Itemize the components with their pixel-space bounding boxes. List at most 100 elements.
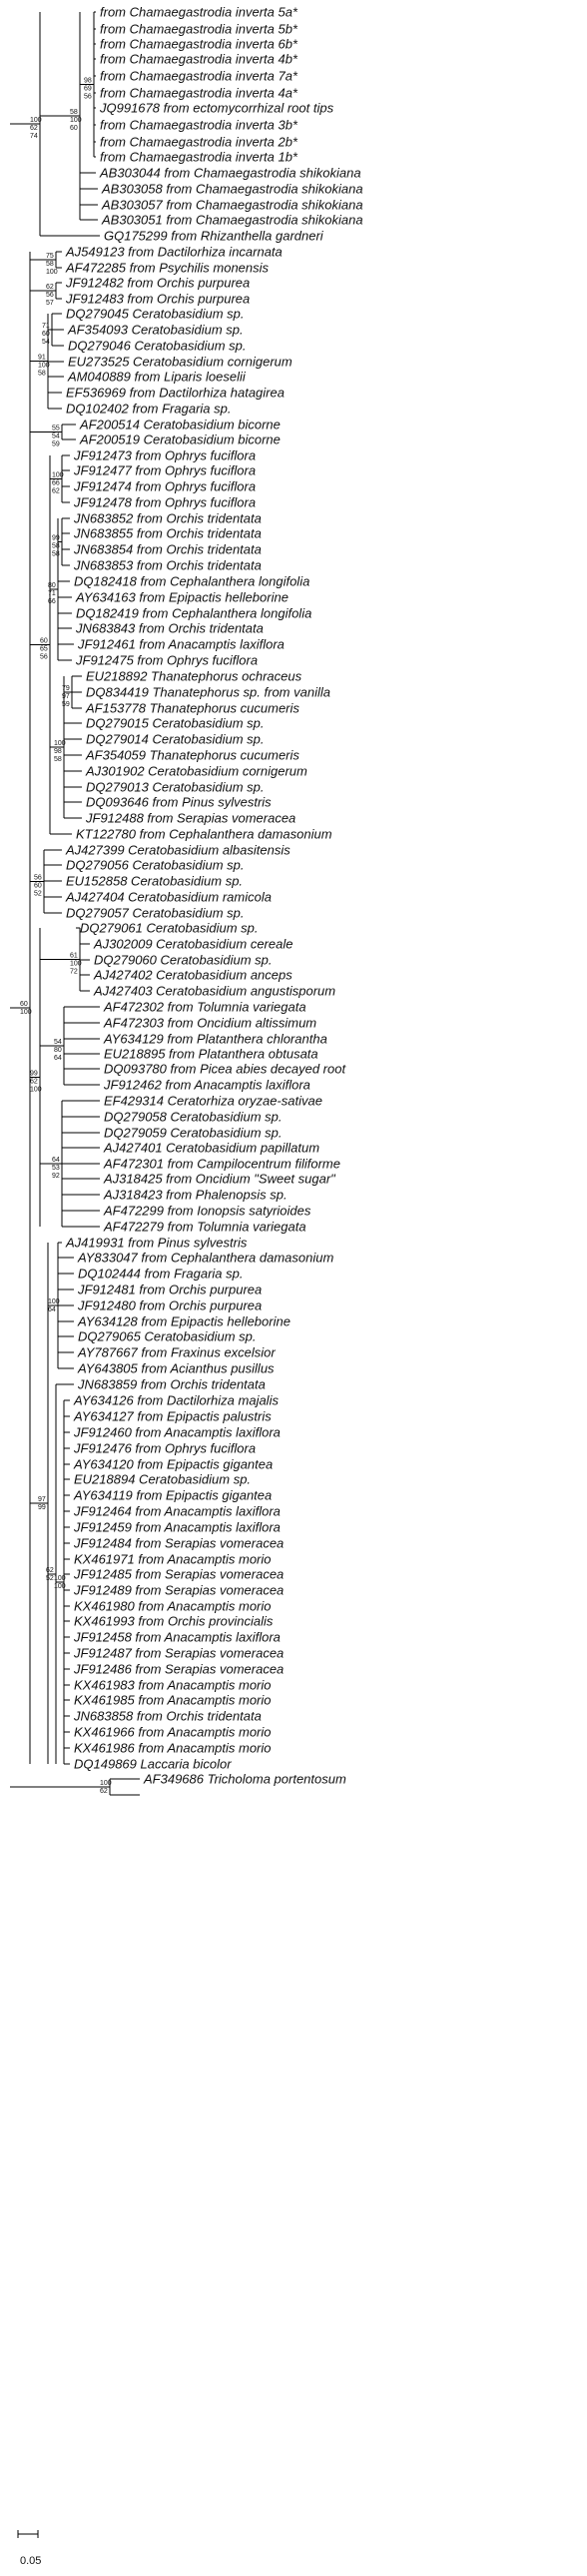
bootstrap-value: 80 [48, 582, 56, 589]
tip-label: AM040889 from Liparis loeselii [67, 370, 247, 385]
tip-label: JF912483 from Orchis purpurea [65, 292, 250, 307]
tip-label: from Chamaegastrodia inverta 2b* [100, 135, 298, 150]
bootstrap-value: 100 [30, 1087, 42, 1094]
tip-label: KX461985 from Anacamptis morio [74, 1693, 272, 1708]
tip-labels: from Chamaegastrodia inverta 5a*from Cha… [65, 5, 363, 1787]
tip-label: AF349686 Tricholoma portentosum [143, 1772, 346, 1787]
tip-label: JF912476 from Ophrys fuciflora [73, 1441, 256, 1456]
tip-label: EF536969 from Dactilorhiza hatagirea [66, 386, 285, 401]
bootstrap-value: 80 [54, 1047, 62, 1054]
bootstrap-value: 59 [62, 701, 70, 708]
bootstrap-value: 52 [46, 1575, 54, 1582]
tip-label: EF429314 Ceratorhiza oryzae-sativae [104, 1094, 322, 1109]
bootstrap-value: 62 [46, 1567, 54, 1574]
bootstrap-value: 58 [70, 109, 78, 116]
bootstrap-value: 58 [52, 551, 60, 558]
tip-label: GQ175299 from Rhizanthella gardneri [104, 229, 324, 244]
bootstrap-value: 58 [46, 261, 54, 268]
tree-branches [10, 11, 140, 1796]
bootstrap-value: 59 [52, 441, 60, 448]
tip-label: AF153778 Thanatephorus cucumeris [85, 701, 299, 716]
tip-label: from Chamaegastrodia inverta 7a* [100, 69, 298, 84]
bootstrap-value: 62 [30, 125, 38, 132]
bootstrap-value: 100 [30, 117, 42, 124]
bootstrap-value: 54 [42, 339, 50, 346]
tip-label: JF912480 from Orchis purpurea [77, 1298, 262, 1313]
bootstrap-value: 100 [100, 1780, 112, 1787]
tip-label: AB303057 from Chamaegastrodia shikokiana [101, 198, 363, 213]
tip-label: AF354093 Ceratobasidium sp. [67, 323, 244, 338]
tip-label: AY634126 from Dactilorhiza majalis [73, 1393, 279, 1408]
bootstrap-value: 65 [40, 646, 48, 653]
bootstrap-value: 74 [30, 133, 38, 140]
tip-label: AF472285 from Psychilis monensis [65, 261, 270, 276]
bootstrap-value: 58 [54, 756, 62, 763]
tip-label: JF912478 from Ophrys fuciflora [73, 495, 256, 510]
bootstrap-value: 99 [30, 1071, 38, 1078]
tip-label: AY643805 from Acianthus pusillus [77, 1361, 275, 1376]
tip-label: KT122780 from Cephalanthera damasonium [76, 827, 332, 842]
tip-label: DQ279060 Ceratobasidium sp. [94, 953, 273, 968]
bootstrap-value: 98 [54, 748, 62, 755]
tip-label: JF912475 from Ophrys fuciflora [75, 653, 258, 668]
tip-label: JN683855 from Orchis tridentata [73, 526, 262, 541]
bootstrap-value: 56 [34, 875, 42, 882]
tip-label: JF912458 from Anacamptis laxiflora [73, 1630, 281, 1645]
bootstrap-value: 100 [52, 472, 64, 479]
tip-label: AF472302 from Tolumnia variegata [103, 1000, 306, 1015]
tip-label: AB303051 from Chamaegastrodia shikokiana [101, 213, 363, 228]
bootstrap-value: 71 [42, 323, 50, 330]
tip-label: EU218892 Thanatephorus ochraceus [86, 669, 302, 684]
bootstrap-value: 66 [52, 480, 60, 487]
tip-label: DQ279061 Ceratobasidium sp. [80, 921, 259, 936]
tip-label: AF200514 Ceratobasidium bicorne [79, 418, 281, 432]
bootstrap-value: 58 [52, 543, 60, 550]
bootstrap-value: 62 [46, 284, 54, 291]
bootstrap-value: 66 [48, 598, 56, 605]
tip-label: DQ182418 from Cephalanthera longifolia [74, 574, 309, 589]
tip-label: JN683843 from Orchis tridentata [75, 621, 264, 636]
tip-label: AJ419931 from Pinus sylvestris [65, 1236, 248, 1251]
bootstrap-value: 57 [46, 300, 54, 307]
tip-label: from Chamaegastrodia inverta 3b* [100, 118, 298, 133]
bootstrap-value: 79 [62, 685, 70, 692]
bootstrap-value: 60 [34, 883, 42, 890]
scale-bar: 0.05 [17, 2530, 41, 2567]
bootstrap-value: 91 [38, 355, 46, 362]
tip-label: DQ279056 Ceratobasidium sp. [66, 858, 245, 873]
bootstrap-value: 62 [100, 1788, 108, 1795]
bootstrap-value: 62 [52, 488, 60, 495]
tip-label: from Chamaegastrodia inverta 4a* [100, 86, 298, 101]
bootstrap-value: 52 [34, 891, 42, 898]
tip-label: AJ301902 Ceratobasidium cornigerum [85, 764, 307, 779]
tip-label: KX461986 from Anacamptis morio [74, 1741, 272, 1756]
bootstrap-value: 60 [20, 1001, 28, 1008]
tip-label: DQ279057 Ceratobasidium sp. [66, 906, 245, 921]
bootstrap-value: 60 [42, 331, 50, 338]
tip-label: AF200519 Ceratobasidium bicorne [79, 432, 281, 447]
tip-label: AJ318423 from Phalenopsis sp. [103, 1188, 288, 1203]
tip-label: AY833047 from Cephalanthera damasonium [77, 1251, 333, 1266]
bootstrap-value: 64 [52, 1157, 60, 1164]
bootstrap-value: 54 [52, 433, 60, 440]
tip-label: JF912477 from Ophrys fuciflora [73, 463, 256, 478]
tip-label: DQ279013 Ceratobasidium sp. [86, 780, 265, 795]
tip-label: EU218894 Ceratobasidium sp. [74, 1472, 251, 1487]
tip-label: AJ427399 Ceratobasidium albasitensis [65, 843, 291, 858]
bootstrap-value: 54 [54, 1039, 62, 1046]
tip-label: DQ279015 Ceratobasidium sp. [86, 716, 265, 731]
tip-label: JN683859 from Orchis tridentata [77, 1377, 266, 1392]
tip-label: AF472303 from Oncidium altissimum [103, 1016, 316, 1031]
bootstrap-value: 75 [46, 253, 54, 260]
bootstrap-value: 64 [54, 1055, 62, 1062]
bootstrap-value: 99 [52, 535, 60, 542]
bootstrap-value: 64 [48, 1306, 56, 1313]
tip-label: from Chamaegastrodia inverta 4b* [100, 52, 298, 67]
tip-label: AY634119 from Epipactis gigantea [73, 1488, 272, 1503]
bootstrap-value: 55 [52, 426, 60, 432]
tip-label: KX461980 from Anacamptis morio [74, 1599, 272, 1614]
tip-label: JF912461 from Anacamptis laxiflora [77, 637, 285, 652]
tip-label: KX461971 from Anacamptis morio [74, 1552, 272, 1567]
tip-label: JF912485 from Serapias vomeracea [73, 1567, 284, 1582]
